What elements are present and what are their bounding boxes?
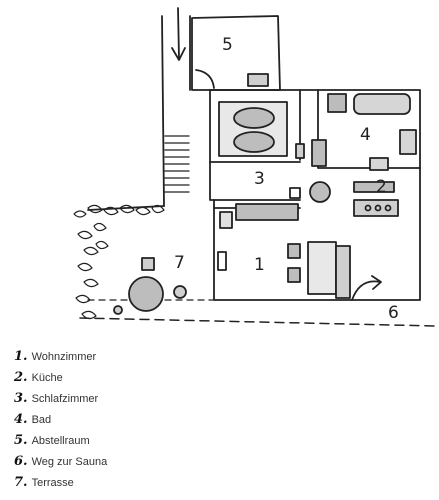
- legend-item: 1.Wohnzimmer: [14, 346, 107, 367]
- bathtub: [353, 93, 411, 115]
- room-number-5: 5: [222, 35, 233, 55]
- legend-number: 2.: [14, 370, 28, 385]
- coffee-table: [307, 241, 337, 295]
- exit-arrow-icon: [351, 275, 382, 301]
- legend-item: 6.Weg zur Sauna: [14, 451, 107, 472]
- stairs: [164, 135, 190, 193]
- terrace-table: [128, 276, 164, 312]
- legend-label: Bad: [31, 414, 52, 426]
- legend-number: 1.: [14, 349, 28, 364]
- pillow: [233, 131, 275, 153]
- door-swing: [195, 69, 215, 89]
- room-number-4: 4: [360, 125, 371, 145]
- round-table: [309, 181, 331, 203]
- legend-label: Terrasse: [31, 477, 74, 489]
- terrace-stool: [141, 257, 155, 271]
- legend-number: 4.: [14, 412, 28, 427]
- house-inner-wall: [209, 89, 301, 201]
- cabinet: [311, 139, 327, 167]
- door-frame: [217, 251, 227, 271]
- room-number-2: 2: [376, 177, 387, 197]
- legend-number: 5.: [14, 433, 28, 448]
- room-number-6: 6: [388, 303, 399, 323]
- legend-number: 3.: [14, 391, 28, 406]
- legend-label: Küche: [31, 372, 63, 384]
- legend-item: 5.Abstellraum: [14, 430, 107, 451]
- legend-number: 7.: [14, 475, 28, 490]
- room-number-3: 3: [254, 169, 265, 189]
- hallway-wall: [161, 15, 165, 207]
- chair: [287, 243, 301, 259]
- legend-label: Schlafzimmer: [31, 393, 99, 405]
- chair: [289, 187, 301, 199]
- armchair: [219, 211, 233, 229]
- floor-plan-sketch: 5 4 3 2 1 7 6: [73, 7, 437, 327]
- legend-item: 2.Küche: [14, 367, 107, 388]
- legend-item: 3.Schlafzimmer: [14, 388, 107, 409]
- terrace-stool: [113, 305, 123, 315]
- terrace-stool: [173, 285, 187, 299]
- legend-label: Wohnzimmer: [31, 351, 97, 363]
- plant-hedge: [73, 204, 165, 320]
- pillow: [233, 107, 275, 129]
- stove-burner: [364, 204, 372, 212]
- terrace-edge: [87, 205, 165, 211]
- chair: [287, 267, 301, 283]
- storage-fixture: [247, 73, 269, 87]
- entrance-arrow-icon: [171, 7, 186, 61]
- sauna-path-line: [79, 317, 437, 327]
- legend-number: 6.: [14, 454, 28, 469]
- legend-label: Abstellraum: [31, 435, 90, 447]
- sideboard: [335, 245, 351, 299]
- legend-item: 4.Bad: [14, 409, 107, 430]
- house-outer-walls: [209, 89, 421, 301]
- room-legend: 1.Wohnzimmer 2.Küche 3.Schlafzimmer 4.Ba…: [14, 346, 107, 493]
- sink: [399, 129, 417, 155]
- stove-burner: [374, 204, 382, 212]
- toilet: [369, 157, 389, 171]
- shower-basin: [327, 93, 347, 113]
- room-number-1: 1: [254, 255, 265, 275]
- kitchen-cabinet: [353, 181, 395, 193]
- stove-burner: [384, 204, 392, 212]
- sofa: [235, 203, 299, 221]
- legend-item: 7.Terrasse: [14, 472, 107, 493]
- legend-label: Weg zur Sauna: [31, 456, 108, 468]
- nightstand: [295, 143, 305, 159]
- room-number-7: 7: [174, 253, 185, 273]
